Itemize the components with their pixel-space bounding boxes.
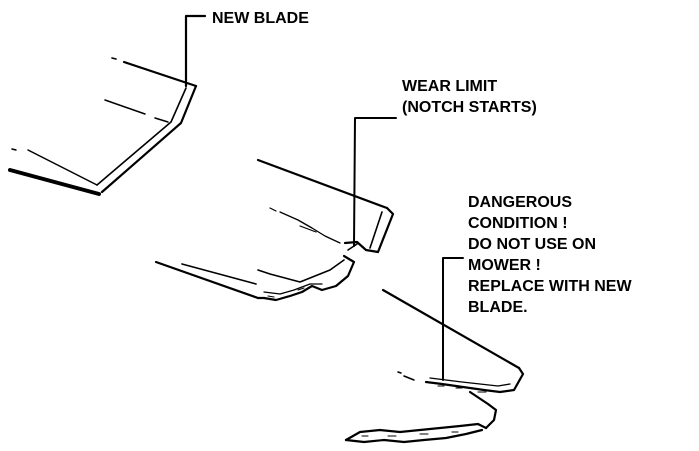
new-blade-label: NEW BLADE xyxy=(212,8,309,29)
dangerous-label-line: REPLACE WITH NEW xyxy=(468,278,632,295)
dangerous-label-line: DO NOT USE ON xyxy=(468,236,597,253)
wear-limit-label-line: WEAR LIMIT xyxy=(402,78,498,95)
dangerous-label-line: DANGEROUS xyxy=(468,194,573,211)
new-blade-illustration xyxy=(8,14,207,196)
dangerous-label-line: CONDITION ! xyxy=(468,215,568,232)
new-blade-label-line: NEW BLADE xyxy=(212,10,309,27)
dangerous-condition-label: DANGEROUS CONDITION ! DO NOT USE ON MOWE… xyxy=(468,192,632,318)
new-blade-leader xyxy=(184,14,207,88)
wear-limit-leader xyxy=(353,117,397,247)
dangerous-label-line: BLADE. xyxy=(468,299,528,316)
dangerous-blade-illustration xyxy=(344,257,525,444)
wear-limit-label-line: (NOTCH STARTS) xyxy=(402,99,537,116)
dangerous-label-line: MOWER ! xyxy=(468,257,541,274)
wear-limit-label: WEAR LIMIT (NOTCH STARTS) xyxy=(402,76,537,118)
dangerous-leader xyxy=(442,257,464,381)
wear-limit-blade-illustration xyxy=(154,117,397,302)
